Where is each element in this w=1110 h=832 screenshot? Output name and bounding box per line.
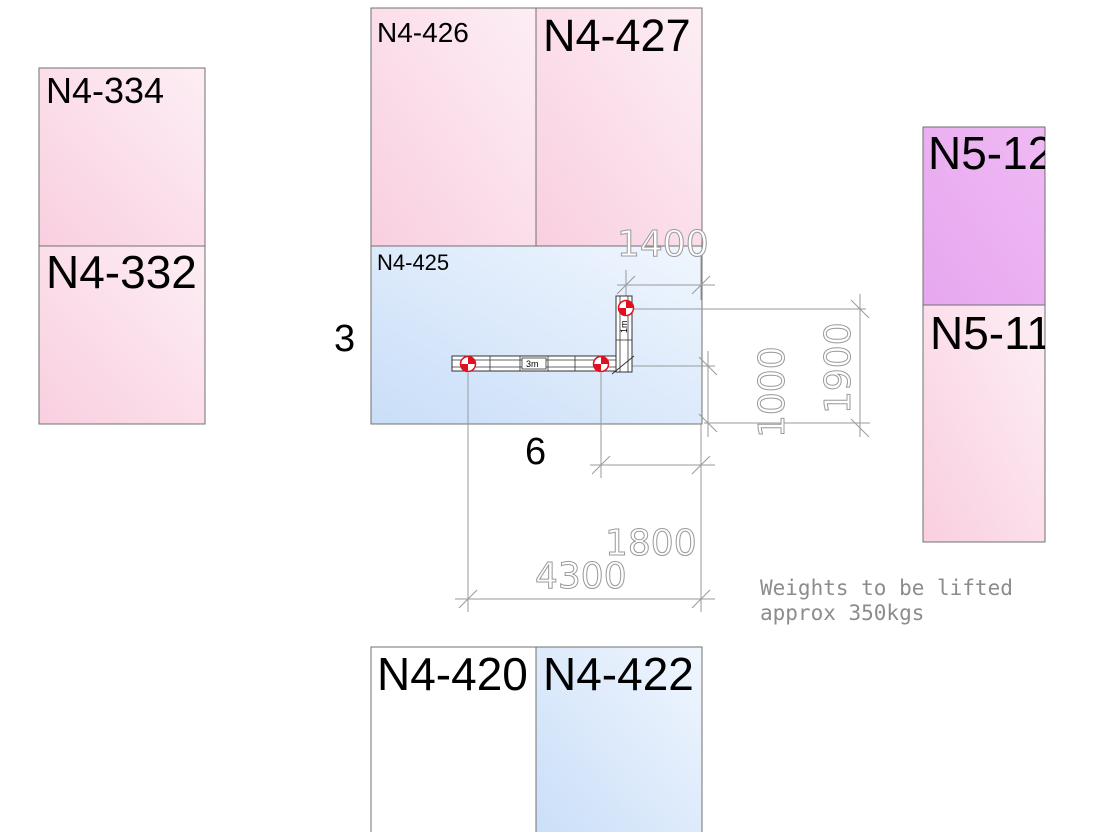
room-label-n5-12: N5-12 (928, 127, 1053, 179)
scaffold-label-1m: 1m (619, 320, 629, 333)
marker-number-6: 6 (525, 431, 546, 473)
note-line-2: approx 350kgs (760, 601, 924, 625)
room-label-n4-427: N4-427 (543, 10, 691, 61)
lift-point-marker-top[interactable] (617, 299, 635, 317)
room-n4-334[interactable]: N4-334 (38, 67, 206, 247)
marker-number-3: 3 (334, 318, 355, 360)
room-label-n4-334: N4-334 (46, 70, 164, 111)
room-label-n4-426: N4-426 (377, 17, 469, 48)
dimension-1900: 1900 (818, 322, 859, 414)
dimension-lines (455, 254, 870, 612)
room-n4-422[interactable]: N4-422 (535, 646, 703, 832)
room-label-n4-422: N4-422 (543, 648, 694, 700)
room-label-n5-11: N5-11 (930, 307, 1052, 359)
dimension-1400: 1400 (617, 224, 709, 265)
room-n4-427[interactable]: N4-427 (535, 7, 703, 247)
room-label-n4-420: N4-420 (377, 648, 528, 700)
room-label-n4-425: N4-425 (377, 250, 449, 275)
dimension-4300: 4300 (535, 556, 627, 597)
room-n4-332[interactable]: N4-332 (38, 245, 206, 425)
dimension-1000: 1000 (752, 346, 793, 438)
room-n4-425[interactable]: N4-425 (370, 245, 703, 425)
dimension-1800: 1800 (605, 523, 697, 564)
lift-point-marker-center[interactable] (592, 355, 610, 373)
scaffold-label-3m: 3m (526, 359, 539, 369)
room-n4-420[interactable]: N4-420 (370, 646, 537, 832)
room-n5-12[interactable]: N5-12 (922, 126, 1053, 306)
room-n4-426[interactable]: N4-426 (370, 7, 537, 247)
lift-point-marker-left[interactable] (459, 355, 477, 373)
note-line-1: Weights to be lifted (760, 576, 1013, 600)
room-n5-11[interactable]: N5-11 (922, 304, 1052, 543)
room-label-n4-332: N4-332 (46, 246, 197, 298)
